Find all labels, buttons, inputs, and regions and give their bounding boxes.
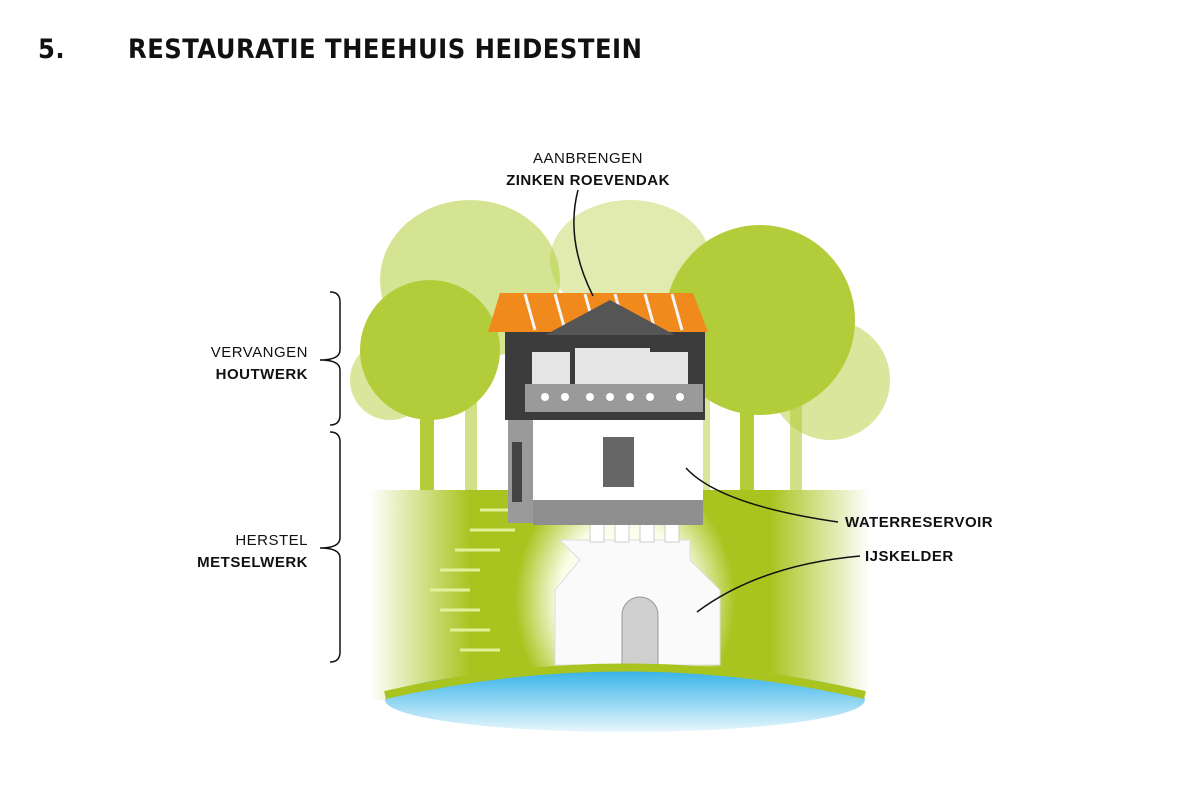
- label-masonry: HERSTEL METSELWERK: [150, 530, 308, 574]
- leader-lines: [573, 189, 861, 613]
- section-number: 5.: [38, 34, 66, 65]
- label-wood-line1: VERVANGEN: [210, 344, 308, 361]
- balcony: [525, 384, 703, 412]
- braces: [319, 291, 341, 663]
- cellar-door: [621, 596, 659, 666]
- label-masonry-line2: METSELWERK: [197, 554, 308, 571]
- stairs: [430, 508, 520, 652]
- label-roof-line1: AANBRENGEN: [532, 150, 644, 167]
- pond: [385, 668, 865, 732]
- label-wood-line2: HOUTWERK: [215, 366, 308, 383]
- label-ijskelder: IJSKELDER: [865, 548, 954, 565]
- page-title: RESTAURATIE THEEHUIS HEIDESTEIN: [128, 34, 643, 65]
- label-masonry-line1: HERSTEL: [235, 532, 308, 549]
- wall-door: [603, 437, 634, 487]
- label-waterreservoir: WATERRESERVOIR: [845, 514, 994, 531]
- label-woodwork: VERVANGEN HOUTWERK: [150, 342, 308, 386]
- label-roof: AANBRENGEN ZINKEN ROEVENDAK: [500, 148, 676, 192]
- trees: [350, 200, 890, 490]
- label-roof-line2: ZINKEN ROEVENDAK: [506, 172, 670, 189]
- windows: [532, 348, 688, 388]
